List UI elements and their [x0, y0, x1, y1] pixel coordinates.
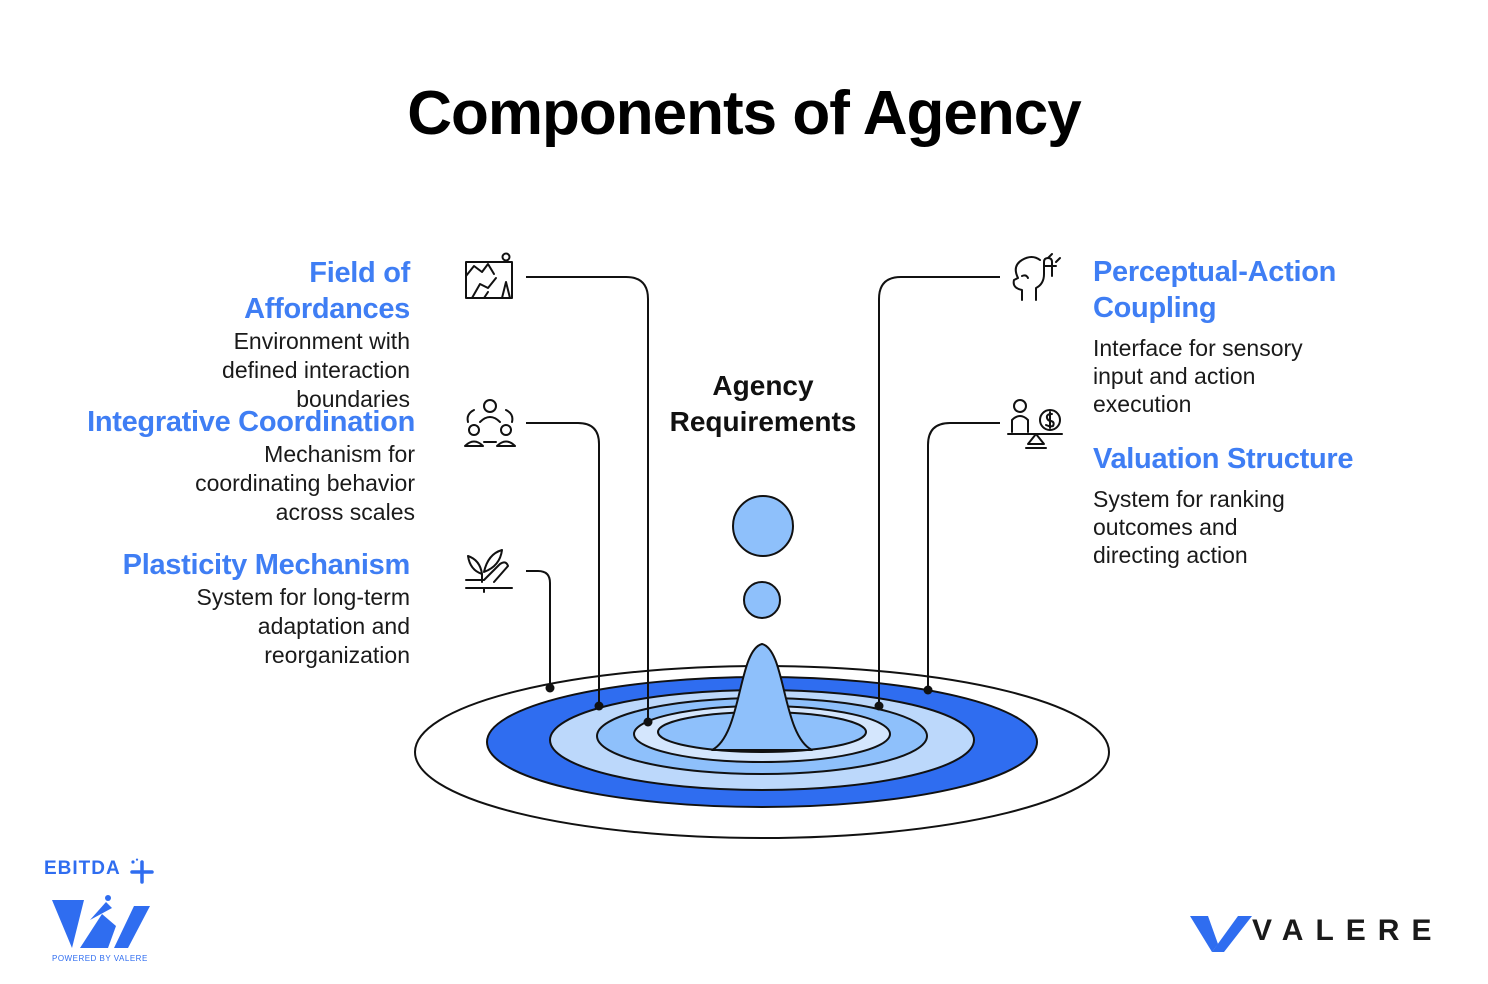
- valere-logo: VALERE: [1190, 908, 1460, 958]
- connector-field-of-affordances: [526, 276, 649, 722]
- page-title: Components of Agency: [407, 79, 1082, 148]
- connector-perceptual-action: [878, 276, 1000, 706]
- component-integrative-coordination: Integrative Coordination Mechanism for c…: [60, 404, 415, 527]
- ebitda-powered-by: POWERED BY VALERE: [52, 954, 148, 963]
- component-description: Mechanism for coordinating behavior acro…: [195, 441, 415, 525]
- landscape-icon: [465, 252, 513, 299]
- droplet-large: [732, 495, 794, 557]
- component-description: System for long-term adaptation and reor…: [196, 584, 410, 668]
- valere-wordmark: VALERE: [1252, 914, 1444, 947]
- ebitda-rocket-mark: [52, 895, 150, 948]
- component-description: Environment with defined interaction bou…: [222, 328, 410, 412]
- center-label: Agency Requirements: [669, 370, 857, 437]
- connector-valuation-structure: [927, 422, 1000, 690]
- component-description: System for ranking outcomes and directin…: [1093, 486, 1285, 568]
- connector-plasticity-mechanism: [526, 570, 551, 688]
- splash-column: [711, 643, 813, 751]
- component-valuation-structure: Valuation Structure System for ranking o…: [1093, 441, 1393, 569]
- component-title: Field of Affordances: [244, 257, 410, 325]
- ebitda-logo: EBITDA POWERED BY VALERE: [44, 858, 164, 963]
- sprout-hand-icon: [465, 549, 513, 593]
- ebitda-wordmark: EBITDA: [44, 858, 121, 879]
- component-plasticity-mechanism: Plasticity Mechanism System for long-ter…: [110, 547, 411, 670]
- component-field-of-affordances: Field of Affordances Environment with de…: [170, 255, 410, 414]
- component-title: Perceptual-Action Coupling: [1093, 256, 1337, 324]
- component-title: Valuation Structure: [1093, 443, 1354, 475]
- team-coordination-icon: [464, 399, 516, 447]
- person-money-scale-icon: [1007, 399, 1063, 449]
- head-hand-icon: [1012, 253, 1061, 301]
- plus-sparkle-icon: [130, 858, 154, 884]
- component-perceptual-action-coupling: Perceptual-Action Coupling Interface for…: [1093, 254, 1373, 418]
- connector-integrative-coordination: [526, 422, 600, 706]
- component-title: Integrative Coordination: [87, 406, 415, 438]
- valere-v-mark: [1190, 916, 1252, 952]
- droplet-small: [743, 581, 781, 619]
- component-description: Interface for sensory input and action e…: [1093, 335, 1303, 417]
- component-title: Plasticity Mechanism: [122, 549, 411, 581]
